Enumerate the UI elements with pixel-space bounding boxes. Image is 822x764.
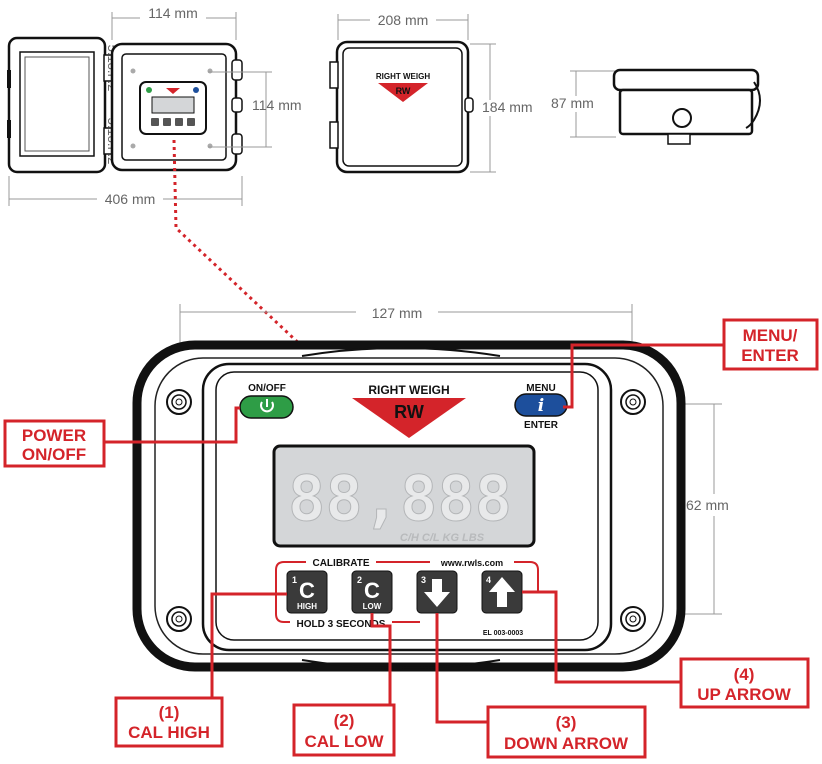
enter-label: ENTER bbox=[524, 420, 559, 431]
menu-enter-button[interactable]: i bbox=[514, 393, 568, 417]
callout-power-line1: POWER bbox=[22, 426, 86, 445]
callout-cal-high-line2: CAL HIGH bbox=[128, 723, 210, 742]
down-arrow-icon bbox=[424, 579, 450, 607]
key-2-number: 2 bbox=[357, 575, 362, 585]
cal-high-button[interactable]: 1 C HIGH bbox=[286, 570, 328, 614]
dim-open-panel-height: 114 mm bbox=[252, 97, 302, 113]
main-panel: 127 mm 62 mm bbox=[132, 302, 750, 672]
key-2-sub: LOW bbox=[363, 602, 382, 611]
up-arrow-button[interactable]: 4 bbox=[481, 570, 523, 614]
closed-front-view: 208 mm RIGHT WEIGH RW 184 mm bbox=[329, 12, 538, 174]
callout-up: (4) UP ARROW bbox=[679, 657, 810, 709]
key-4-number: 4 bbox=[486, 575, 491, 585]
cal-low-icon: C bbox=[364, 578, 380, 603]
up-leader-line bbox=[522, 590, 681, 684]
calibrate-label: CALIBRATE bbox=[312, 558, 369, 569]
dim-open-total-width: 406 mm bbox=[105, 191, 156, 207]
callout-down: (3) DOWN ARROW bbox=[486, 705, 647, 759]
front-logo-text: RW bbox=[396, 86, 411, 96]
power-button[interactable] bbox=[239, 395, 294, 419]
lcd-digits: 88,888 bbox=[288, 462, 512, 535]
lcd-display: 88,888 C/H C/L KG LBS bbox=[272, 444, 536, 548]
down-leader-line bbox=[435, 613, 488, 724]
dim-front-height: 184 mm bbox=[482, 99, 533, 115]
callout-cal-high-line1: (1) bbox=[159, 703, 180, 722]
down-arrow-button[interactable]: 3 bbox=[416, 570, 458, 614]
callout-up-line1: (4) bbox=[734, 665, 755, 684]
front-brand-label: RIGHT WEIGH bbox=[376, 72, 430, 81]
callout-cal-low-line2: CAL LOW bbox=[304, 732, 384, 751]
callout-power: POWER ON/OFF bbox=[3, 419, 106, 468]
screw-bottom-right bbox=[620, 606, 646, 632]
dim-panel-width: 127 mm bbox=[372, 305, 423, 321]
menu-leader-line bbox=[563, 343, 724, 409]
hold-label: HOLD 3 SECONDS bbox=[297, 619, 386, 630]
callout-down-line2: DOWN ARROW bbox=[504, 734, 629, 753]
website-label: www.rwls.com bbox=[440, 558, 503, 568]
front-logo-icon bbox=[378, 83, 428, 102]
callout-menu-line1: MENU/ bbox=[743, 326, 798, 345]
up-arrow-icon bbox=[489, 577, 515, 607]
power-icon bbox=[260, 399, 274, 413]
cal-low-button[interactable]: 2 C LOW bbox=[351, 570, 393, 614]
screw-top-right bbox=[620, 389, 646, 415]
panel-brand-label: RIGHT WEIGH bbox=[368, 383, 449, 397]
cal-high-icon: C bbox=[299, 578, 315, 603]
callout-cal-high: (1) CAL HIGH bbox=[114, 696, 224, 748]
callout-power-line2: ON/OFF bbox=[22, 445, 86, 464]
side-view: 87 mm bbox=[548, 68, 761, 145]
info-icon: i bbox=[538, 396, 544, 416]
open-enclosure-view: 5.18.P.2 5.18.P.2 114 mm 406 mm bbox=[7, 5, 302, 207]
dim-open-box-width: 114 mm bbox=[148, 5, 198, 21]
callout-cal-low: (2) CAL LOW bbox=[292, 703, 396, 757]
key-1-sub: HIGH bbox=[297, 602, 317, 611]
zoom-connector-line bbox=[172, 139, 308, 352]
callout-up-line2: UP ARROW bbox=[697, 685, 791, 704]
screw-top-left bbox=[166, 389, 192, 415]
cal-low-leader-line bbox=[370, 613, 392, 705]
dim-panel-height: 62 mm bbox=[686, 497, 729, 513]
lcd-indicators: C/H C/L KG LBS bbox=[400, 532, 485, 544]
dim-side-height: 87 mm bbox=[551, 95, 594, 111]
power-leader-line bbox=[104, 406, 240, 444]
model-label: EL 003-0003 bbox=[483, 630, 523, 637]
rw-logo-icon: RW bbox=[352, 398, 466, 438]
menu-label: MENU bbox=[526, 383, 555, 394]
key-1-number: 1 bbox=[292, 575, 297, 585]
key-3-number: 3 bbox=[421, 575, 426, 585]
onoff-label: ON/OFF bbox=[248, 383, 286, 394]
callout-menu-line2: ENTER bbox=[741, 346, 799, 365]
panel-logo-text: RW bbox=[394, 402, 424, 422]
screw-bottom-left bbox=[166, 606, 192, 632]
callout-menu: MENU/ ENTER bbox=[722, 318, 819, 371]
cal-high-leader-line bbox=[210, 592, 287, 698]
dim-front-width: 208 mm bbox=[378, 12, 429, 28]
callout-down-line1: (3) bbox=[556, 713, 577, 732]
callout-cal-low-line1: (2) bbox=[334, 711, 355, 730]
